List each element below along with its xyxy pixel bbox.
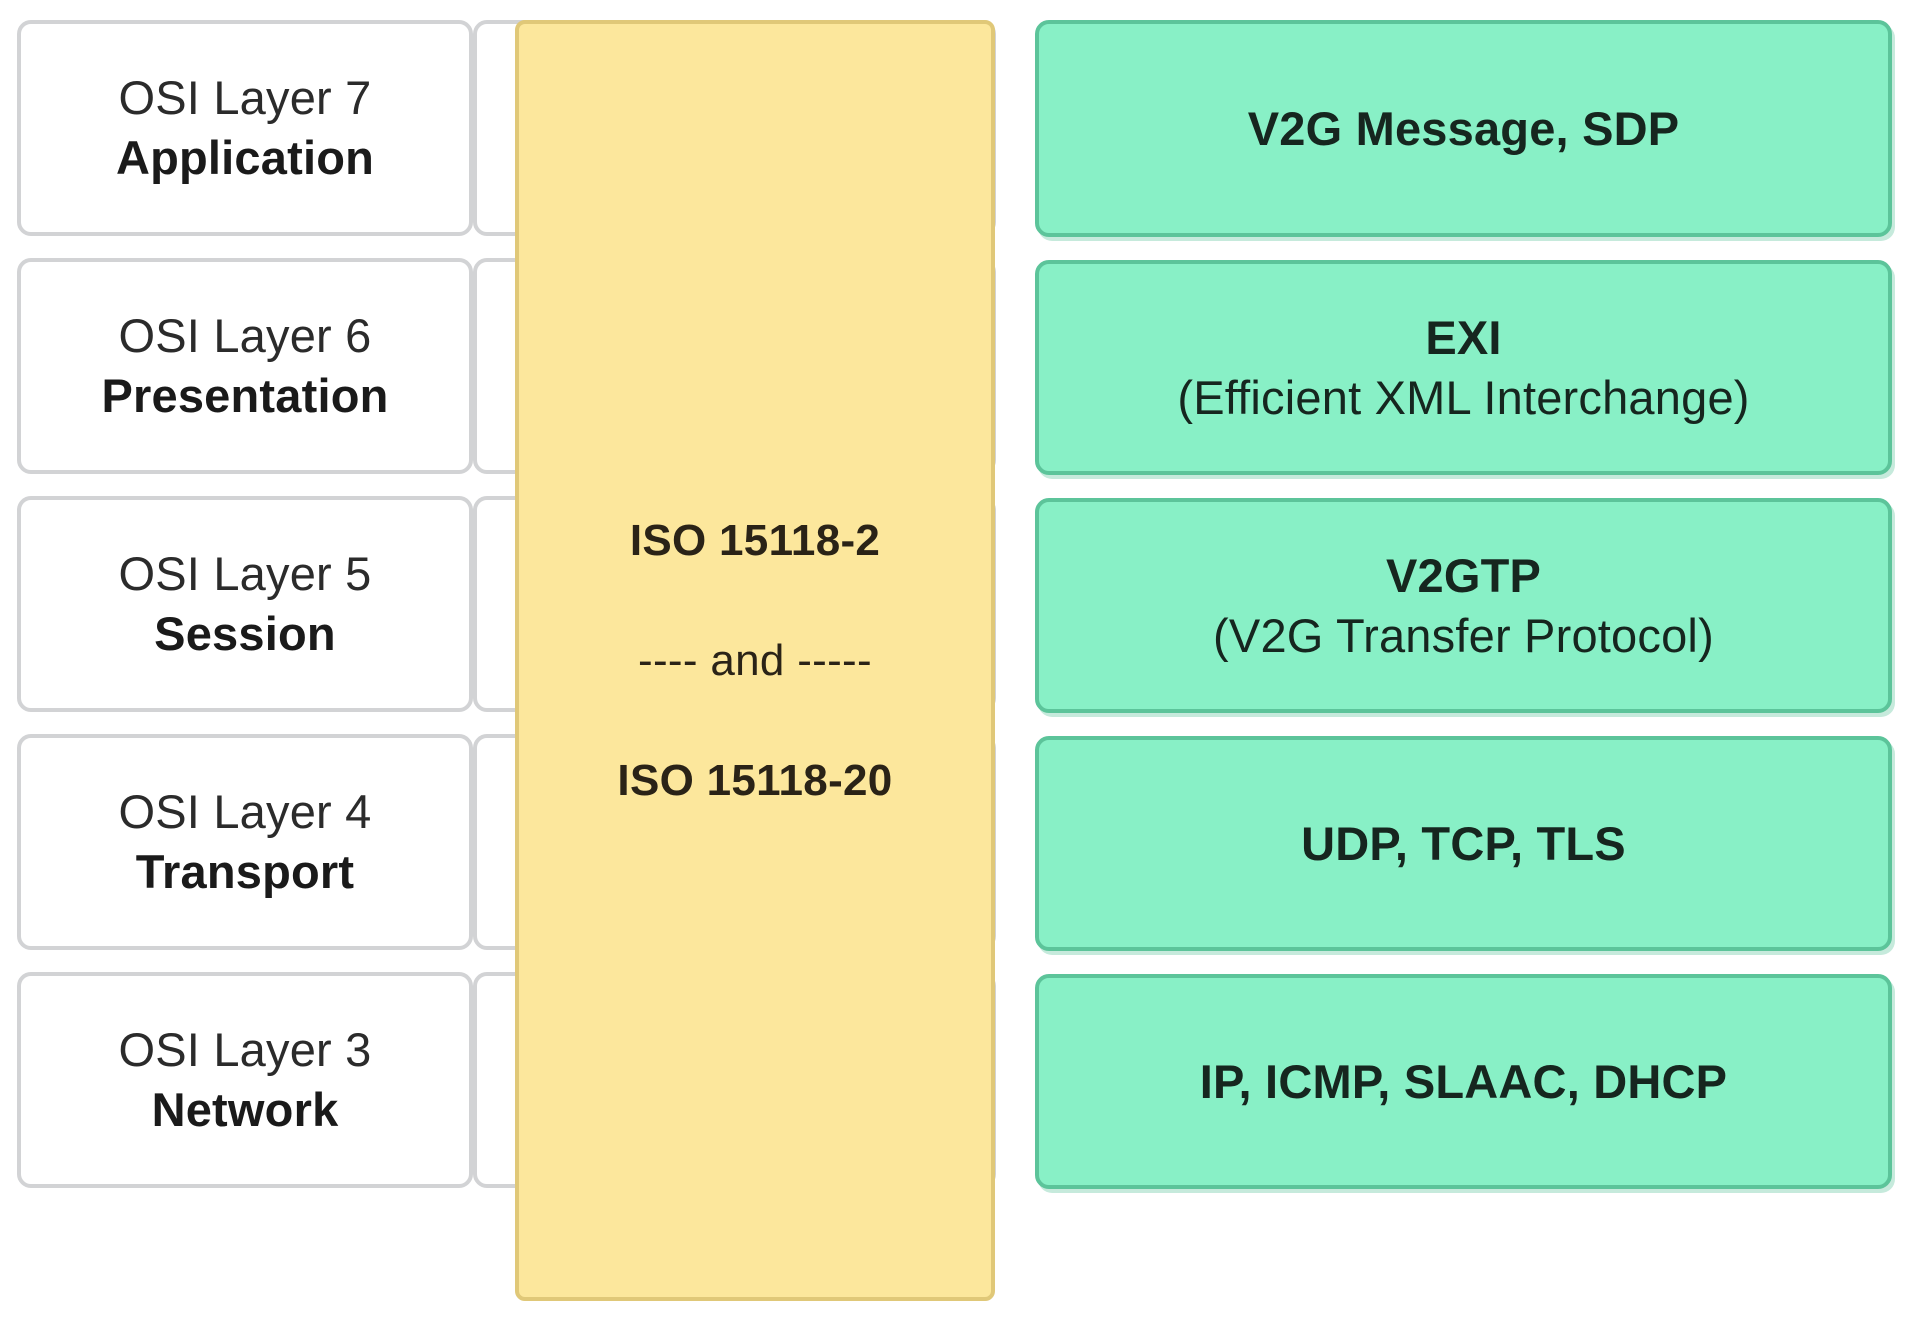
- osi-layer-name: Session: [154, 607, 336, 660]
- protocol-box-layer-3: IP, ICMP, SLAAC, DHCP: [1035, 974, 1892, 1189]
- iso-standard-block: ISO 15118-2 ---- and ----- ISO 15118-20: [515, 20, 995, 1301]
- osi-layer-box-6: OSI Layer 6 Presentation: [17, 258, 473, 474]
- iso-standard-second: ISO 15118-20: [617, 755, 893, 805]
- osi-layer-name: Network: [151, 1083, 339, 1136]
- protocol-description: (V2G Transfer Protocol): [1213, 608, 1714, 662]
- osi-layer-box-3: OSI Layer 3 Network: [17, 972, 473, 1188]
- osi-layer-number: OSI Layer 5: [118, 546, 372, 600]
- osi-layer-box-5: OSI Layer 5 Session: [17, 496, 473, 712]
- protocol-box-layer-7: V2G Message, SDP: [1035, 20, 1892, 237]
- osi-layer-number: OSI Layer 6: [118, 308, 372, 362]
- protocol-box-layer-5: V2GTP (V2G Transfer Protocol): [1035, 498, 1892, 713]
- protocol-name: V2GTP: [1385, 549, 1542, 603]
- protocol-name: EXI: [1425, 311, 1502, 365]
- protocol-description: (Efficient XML Interchange): [1177, 370, 1750, 424]
- osi-layer-name: Presentation: [101, 369, 389, 422]
- osi-layer-box-4: OSI Layer 4 Transport: [17, 734, 473, 950]
- iso-standard-conjunction: ---- and -----: [638, 635, 872, 685]
- protocol-name: UDP, TCP, TLS: [1301, 816, 1626, 870]
- protocol-name: V2G Message, SDP: [1247, 101, 1680, 155]
- osi-layer-number: OSI Layer 4: [118, 784, 372, 838]
- osi-layer-box-7: OSI Layer 7 Application: [17, 20, 473, 236]
- osi-layer-name: Application: [115, 131, 375, 184]
- osi-layer-name: Transport: [135, 845, 355, 898]
- protocol-box-layer-6: EXI (Efficient XML Interchange): [1035, 260, 1892, 475]
- iso-standard-first: ISO 15118-2: [629, 515, 881, 565]
- osi-layer-number: OSI Layer 7: [118, 70, 372, 124]
- osi-layer-number: OSI Layer 3: [118, 1022, 372, 1076]
- protocol-name: IP, ICMP, SLAAC, DHCP: [1199, 1054, 1728, 1108]
- protocol-box-layer-4: UDP, TCP, TLS: [1035, 736, 1892, 951]
